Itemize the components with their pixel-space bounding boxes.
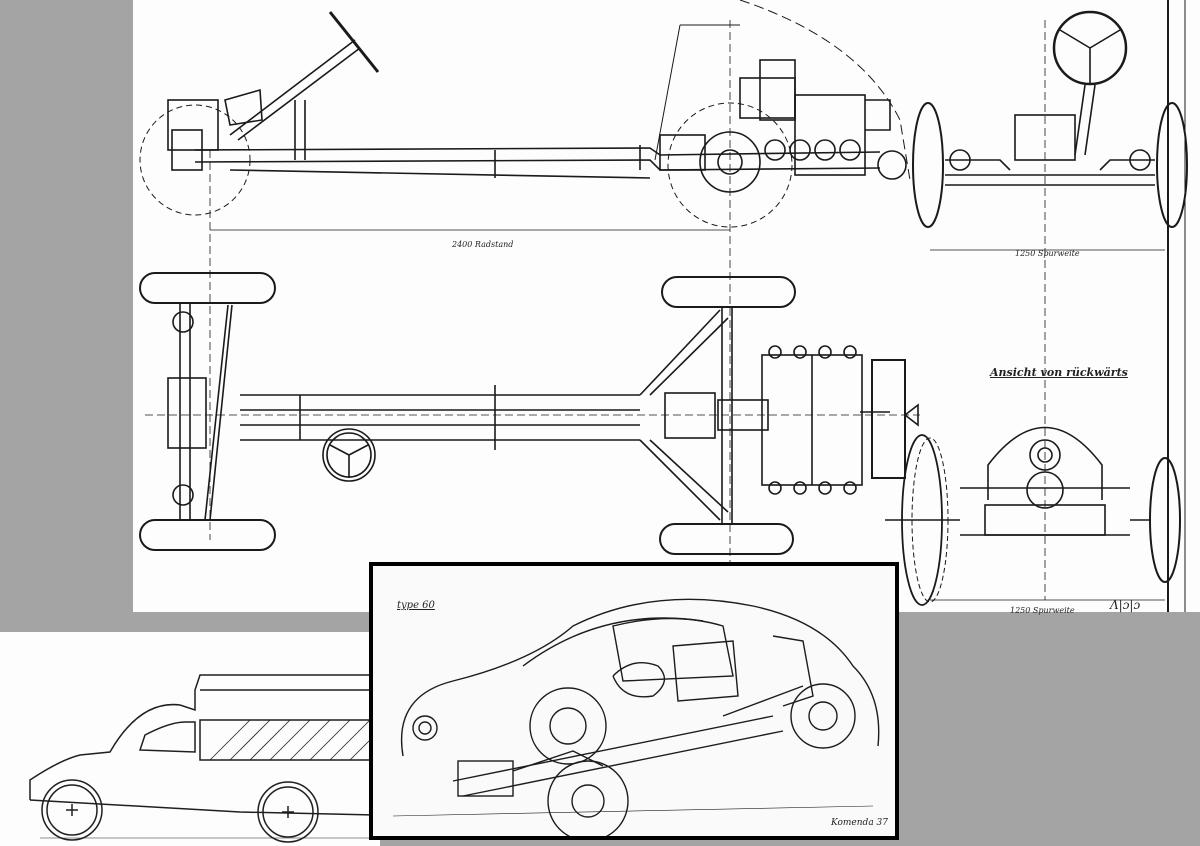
chassis-drawing-sheet	[133, 0, 1200, 612]
track-note-top: 1250 Spurweite	[1015, 249, 1080, 258]
view-title: Ansicht von rückwärts	[990, 366, 1128, 379]
signature-mark: Λ|ɔ|ɔ	[1110, 598, 1141, 612]
cutaway-sedan-insert: type 60 Komenda 37	[369, 562, 899, 840]
wheelbase-note: 2400 Radstand	[452, 240, 514, 249]
track-note-bottom: 1250 Spurweite	[1010, 606, 1075, 615]
artist-signature: Komenda 37	[831, 818, 888, 828]
type-label: type 60	[397, 600, 435, 611]
cutaway-sedan-diagram	[392, 598, 880, 836]
pickup-drawing-sheet	[0, 632, 380, 846]
